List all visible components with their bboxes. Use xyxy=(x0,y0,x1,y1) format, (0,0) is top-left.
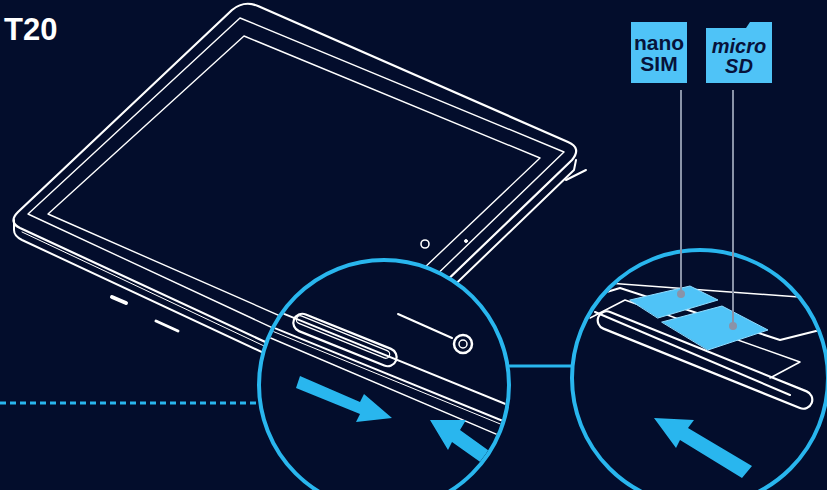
card-label: micro SD xyxy=(705,30,773,76)
sim-card-icon: nano SIM xyxy=(628,20,690,86)
card-label: nano SIM xyxy=(631,32,687,74)
microsd-card-icon: micro SD xyxy=(702,20,776,86)
title: T20 xyxy=(4,12,57,48)
